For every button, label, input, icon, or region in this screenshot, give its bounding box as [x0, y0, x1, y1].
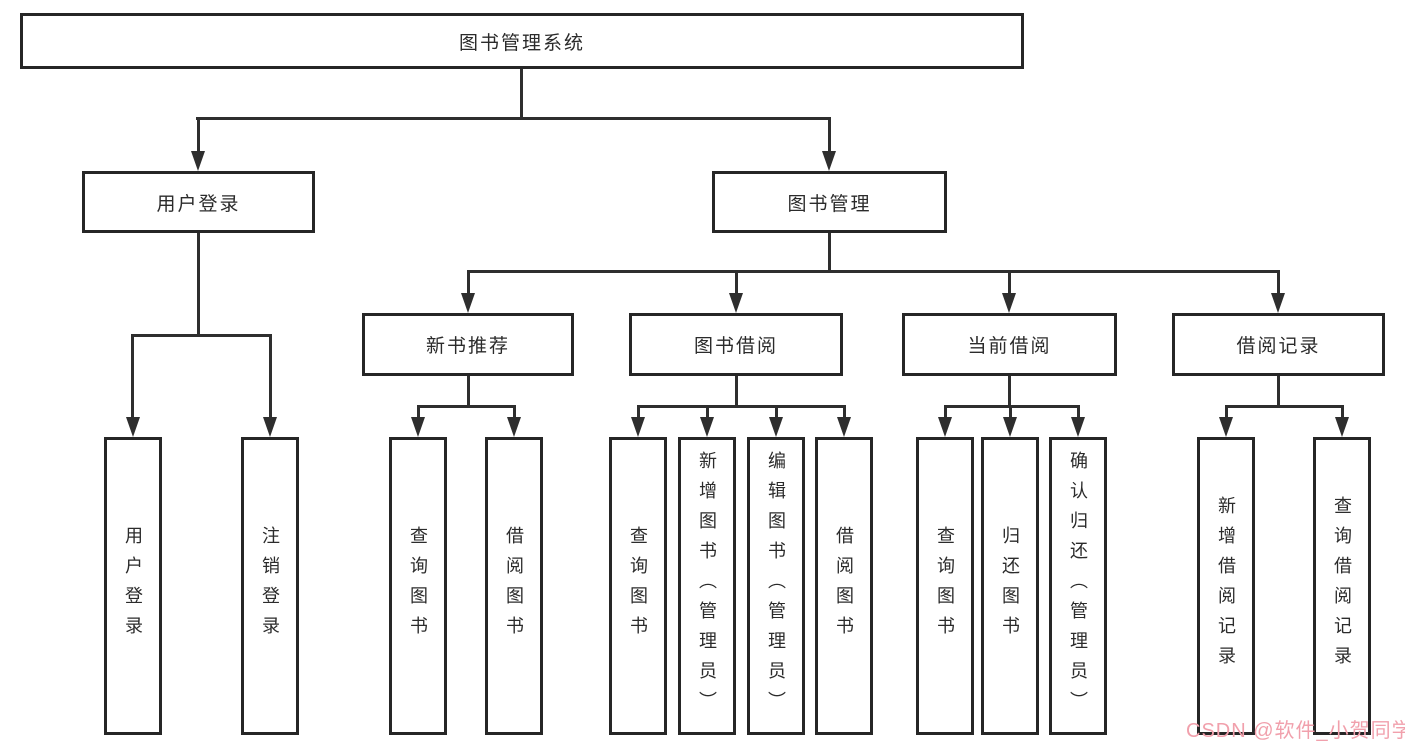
- leaf-label: 借阅图书: [504, 526, 524, 646]
- arrow-down-icon: [1003, 417, 1017, 437]
- connector-line: [637, 407, 640, 418]
- arrow-down-icon: [700, 417, 714, 437]
- node-library-management-system: 图书管理系统: [20, 13, 1024, 69]
- leaf-label: 编辑图书（管理员）: [766, 451, 786, 721]
- arrow-down-icon: [1271, 293, 1285, 313]
- leaf-logout-login: 注销登录: [241, 437, 299, 735]
- connector-line: [735, 376, 738, 407]
- leaf-label: 归还图书: [1000, 526, 1020, 646]
- leaf-label: 注销登录: [260, 526, 280, 646]
- leaf-borrow-books: 借阅图书: [815, 437, 873, 735]
- leaf-label: 新增借阅记录: [1216, 496, 1236, 676]
- connector-line: [1277, 376, 1280, 407]
- leaf-label: 查询图书: [935, 526, 955, 646]
- arrow-down-icon: [769, 417, 783, 437]
- node-label: 当前借阅: [967, 336, 1052, 357]
- connector-line: [467, 376, 470, 407]
- arrow-down-icon: [822, 151, 836, 171]
- leaf-add-borrow-record: 新增借阅记录: [1197, 437, 1255, 735]
- connector-line: [196, 117, 831, 120]
- leaf-label: 查询图书: [628, 526, 648, 646]
- connector-line: [1225, 407, 1228, 418]
- arrow-down-icon: [263, 417, 277, 437]
- arrow-down-icon: [411, 417, 425, 437]
- connector-line: [520, 69, 523, 119]
- leaf-label: 用户登录: [123, 526, 143, 646]
- leaf-return-book: 归还图书: [981, 437, 1039, 735]
- node-label: 借阅记录: [1236, 336, 1321, 357]
- connector-line: [417, 407, 420, 418]
- node-borrow-records: 借阅记录: [1172, 313, 1385, 376]
- connector-line: [637, 405, 846, 408]
- node-label: 用户登录: [156, 193, 241, 215]
- arrow-down-icon: [126, 417, 140, 437]
- arrow-down-icon: [1335, 417, 1349, 437]
- connector-line: [131, 336, 134, 417]
- connector-line: [197, 118, 200, 152]
- connector-line: [1008, 376, 1011, 407]
- connector-line: [1277, 272, 1280, 294]
- leaf-confirm-return-admin: 确认归还（管理员）: [1049, 437, 1107, 735]
- node-current-borrow: 当前借阅: [902, 313, 1117, 376]
- node-book-management: 图书管理: [712, 171, 947, 233]
- connector-line: [1225, 405, 1344, 408]
- connector-line: [1341, 407, 1344, 418]
- node-user-login: 用户登录: [82, 171, 315, 233]
- node-label: 图书借阅: [693, 336, 778, 357]
- connector-line: [775, 407, 778, 418]
- connector-line: [944, 407, 947, 418]
- leaf-edit-book-admin: 编辑图书（管理员）: [747, 437, 805, 735]
- connector-line: [269, 336, 272, 417]
- node-label: 新书推荐: [425, 336, 510, 357]
- connector-line: [131, 334, 272, 337]
- arrow-down-icon: [631, 417, 645, 437]
- leaf-borrow-books-recommend: 借阅图书: [485, 437, 543, 735]
- leaf-user-login: 用户登录: [104, 437, 162, 735]
- leaf-label: 新增图书（管理员）: [697, 451, 717, 721]
- leaf-label: 确认归还（管理员）: [1068, 451, 1088, 721]
- connector-line: [467, 272, 470, 294]
- arrow-down-icon: [461, 293, 475, 313]
- leaf-label: 借阅图书: [834, 526, 854, 646]
- node-new-book-recommend: 新书推荐: [362, 313, 574, 376]
- connector-line: [706, 407, 709, 418]
- connector-line: [1009, 407, 1012, 418]
- connector-line: [843, 407, 846, 418]
- leaf-label: 查询借阅记录: [1332, 496, 1352, 676]
- node-label: 图书管理: [787, 193, 872, 215]
- arrow-down-icon: [837, 417, 851, 437]
- leaf-query-borrow-record: 查询借阅记录: [1313, 437, 1371, 735]
- leaf-add-book-admin: 新增图书（管理员）: [678, 437, 736, 735]
- connector-line: [417, 405, 516, 408]
- connector-line: [735, 272, 738, 294]
- arrow-down-icon: [1219, 417, 1233, 437]
- connector-line: [828, 233, 831, 273]
- connector-line: [1008, 272, 1011, 294]
- leaf-query-books-current: 查询图书: [916, 437, 974, 735]
- connector-line: [513, 407, 516, 418]
- arrow-down-icon: [729, 293, 743, 313]
- leaf-label: 查询图书: [408, 526, 428, 646]
- node-label: 图书管理系统: [458, 32, 585, 54]
- connector-line: [197, 233, 200, 336]
- arrow-down-icon: [938, 417, 952, 437]
- arrow-down-icon: [1071, 417, 1085, 437]
- arrow-down-icon: [1002, 293, 1016, 313]
- connector-line: [467, 270, 1280, 273]
- connector-line: [828, 118, 831, 152]
- csdn-watermark: CSDN @软件_小贺同学: [1186, 720, 1405, 742]
- connector-line: [944, 405, 1080, 408]
- arrow-down-icon: [191, 151, 205, 171]
- leaf-query-books-recommend: 查询图书: [389, 437, 447, 735]
- connector-line: [1077, 407, 1080, 418]
- node-book-borrow: 图书借阅: [629, 313, 843, 376]
- arrow-down-icon: [507, 417, 521, 437]
- leaf-query-books-borrow: 查询图书: [609, 437, 667, 735]
